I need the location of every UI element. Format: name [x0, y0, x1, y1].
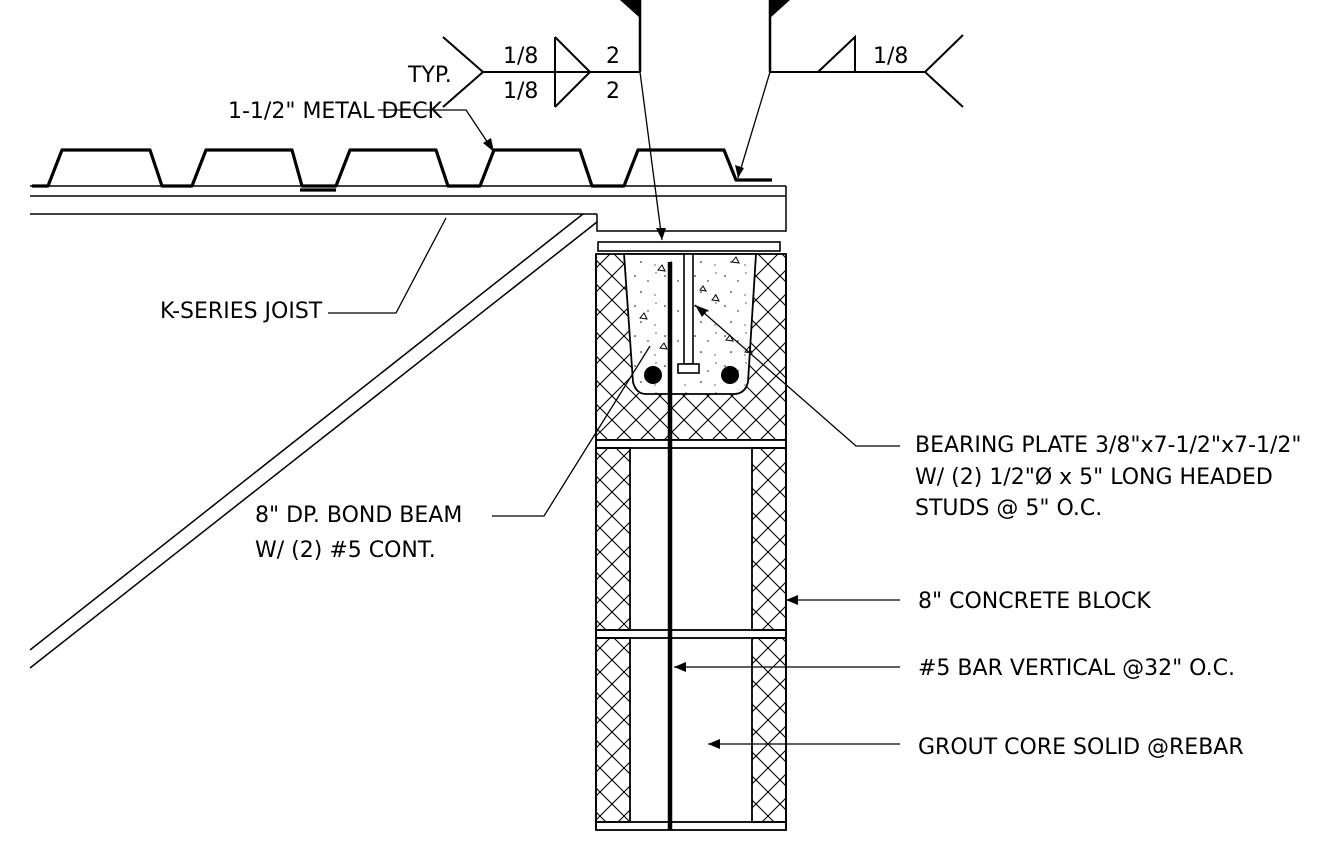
metal-deck-label: 1-1/2" METAL DECK	[228, 99, 443, 124]
bond-beam-label-line2: W/ (2) #5 CONT.	[255, 538, 436, 563]
bond-beam-rebar-left	[644, 366, 662, 384]
weld-length-top: 2	[606, 44, 620, 69]
bond-beam-rebar-right	[721, 366, 739, 384]
metal-deck	[32, 148, 772, 192]
joist-leader	[328, 217, 447, 314]
grout-aggregate	[639, 256, 753, 354]
weld-size-bottom: 1/8	[503, 79, 538, 104]
joist-top-chord	[30, 185, 787, 232]
headed-stud	[677, 253, 700, 374]
weld-size-top: 1/8	[503, 44, 538, 69]
concrete-block-label: 8" CONCRETE BLOCK	[918, 589, 1151, 614]
weld-size-right: 1/8	[873, 44, 908, 69]
steel-column	[620, 0, 790, 72]
bearing-plate	[597, 241, 781, 252]
vertical-rebar-label: #5 BAR VERTICAL @32" O.C.	[918, 656, 1235, 681]
weld-length-bottom: 2	[606, 79, 620, 104]
bearing-plate-label-line3: STUDS @ 5" O.C.	[915, 496, 1102, 521]
metal-deck-leader	[378, 109, 495, 153]
joist-web	[29, 213, 598, 669]
joist-label: K-SERIES JOIST	[160, 299, 323, 324]
typ-label: TYP.	[407, 63, 452, 88]
bond-beam-label-line1: 8" DP. BOND BEAM	[255, 503, 462, 528]
weld-symbol-left: 1/8 1/8 2 2 TYP.	[407, 36, 666, 241]
bearing-plate-label-line1: BEARING PLATE 3/8"x7-1/2"x7-1/2"	[915, 433, 1302, 458]
grout-core-label: GROUT CORE SOLID @REBAR	[918, 735, 1244, 760]
bond-beam-leader	[492, 345, 651, 517]
bearing-plate-label-line2: W/ (2) 1/2"Ø x 5" LONG HEADED	[915, 465, 1273, 490]
weld-symbol-right: 1/8	[735, 34, 964, 179]
bearing-plate-leader	[694, 304, 900, 447]
